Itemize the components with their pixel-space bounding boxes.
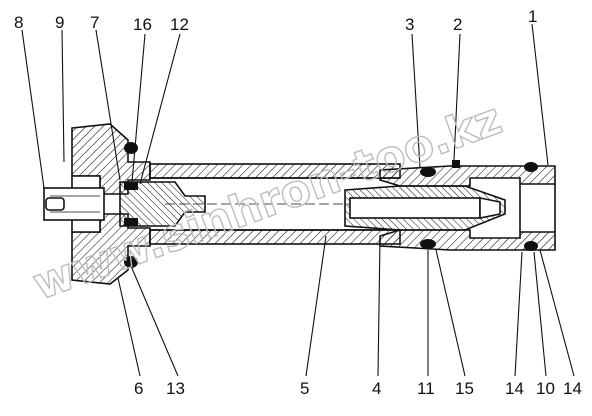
callout-12: 12	[170, 15, 189, 34]
callout-4: 4	[372, 379, 381, 398]
callout-5: 5	[300, 379, 309, 398]
callout-14b: 14	[563, 379, 582, 398]
callout-3: 3	[405, 15, 414, 34]
leader-lines	[21, 23, 575, 377]
callout-6: 6	[134, 379, 143, 398]
callout-1: 1	[528, 7, 537, 26]
callout-9: 9	[55, 13, 64, 32]
callout-16: 16	[133, 15, 152, 34]
callout-7: 7	[90, 13, 99, 32]
callout-14a: 14	[505, 379, 524, 398]
right-seals	[420, 160, 538, 251]
callout-8: 8	[14, 13, 23, 32]
callout-labels: 8 9 7 16 12 3 2 1 6 13 5 4 11 15 14 10 1…	[14, 7, 582, 398]
callout-13: 13	[166, 379, 185, 398]
rod-stub	[43, 187, 105, 221]
callout-11: 11	[417, 379, 435, 398]
callout-2: 2	[453, 15, 462, 34]
callout-10: 10	[536, 379, 555, 398]
left-seals	[124, 142, 138, 268]
callout-15: 15	[455, 379, 474, 398]
